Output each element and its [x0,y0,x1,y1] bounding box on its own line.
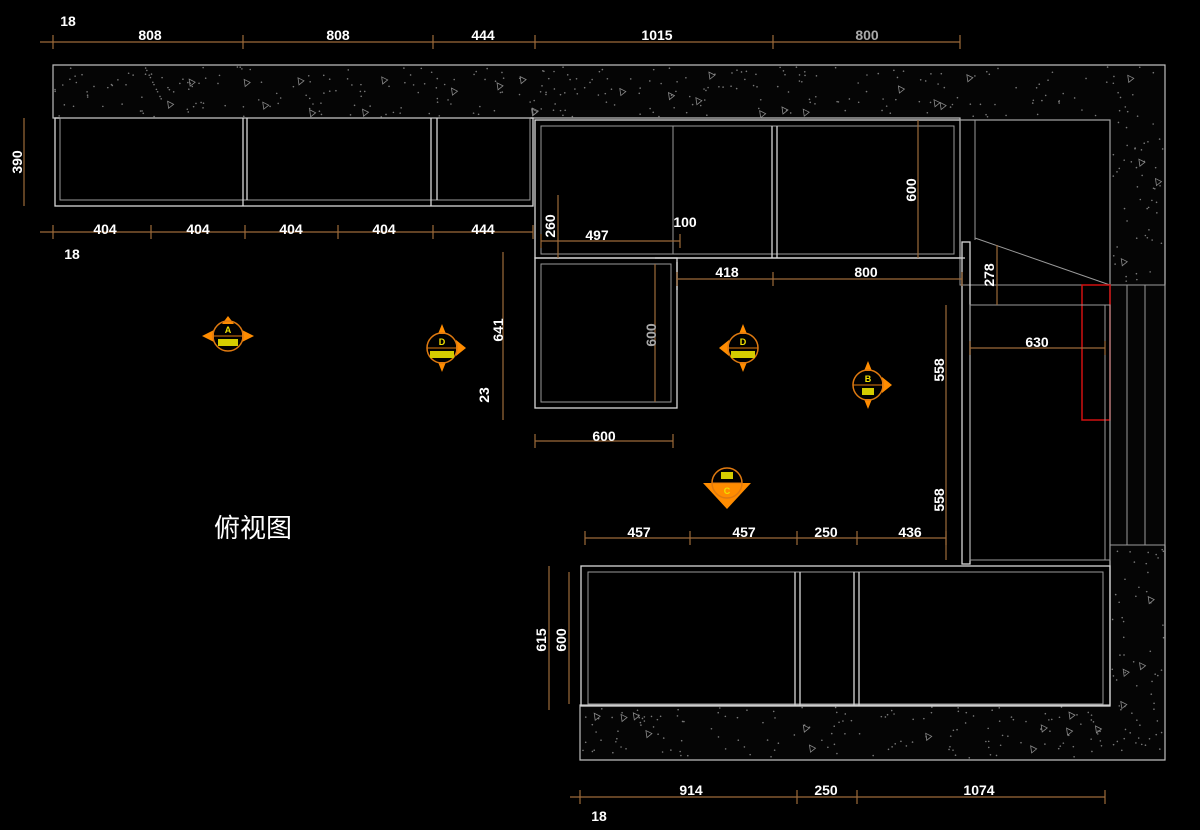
dim-457b: 457 [732,524,756,540]
dim-top-808a: 808 [138,27,162,43]
dim-278: 278 [981,263,997,287]
dim-top-444: 444 [471,27,495,43]
dim-558a: 558 [931,358,947,382]
elevation-marker-d-left[interactable]: D [426,324,466,372]
marker-letter: A [225,325,232,335]
dim-436: 436 [898,524,922,540]
concrete-hatch [54,66,1165,759]
marker-letter: D [439,337,446,347]
dim-row2-444: 444 [471,221,495,237]
top-wall [52,64,1166,761]
dim-top-808b: 808 [326,27,350,43]
elevation-marker-a[interactable]: A [202,316,254,352]
dim-641: 641 [490,318,506,342]
dim-390: 390 [9,150,25,174]
dim-bottom-18: 18 [591,808,607,824]
corner-base-cabinet [534,257,965,409]
marker-letter: B [865,374,872,384]
dim-1074: 1074 [963,782,994,798]
marker-letter: C [724,486,731,496]
right-base-cabinet [961,241,1111,565]
dim-600-box-height: 600 [643,323,659,347]
elevation-marker-d-right[interactable]: D [719,324,759,372]
dim-row2-404a: 404 [93,221,117,237]
dim-615: 615 [533,628,549,652]
dim-600-box-width: 600 [592,428,616,444]
dim-250-bottom: 250 [814,782,838,798]
dim-800-mid: 800 [854,264,878,280]
elevation-marker-b[interactable]: B [852,361,892,409]
dim-497: 497 [585,227,609,243]
dim-457a: 457 [627,524,651,540]
bottom-base-cabinets [580,565,1111,707]
dimension-labels: 18 808 808 444 1015 800 390 404 404 404 … [9,13,1049,824]
dim-top-1015: 1015 [641,27,672,43]
dim-260: 260 [542,214,558,238]
dim-row2-404c: 404 [279,221,303,237]
elevation-marker-c[interactable]: C [703,467,751,509]
walls [52,64,1166,761]
dim-top-18: 18 [60,13,76,29]
dim-914: 914 [679,782,703,798]
marker-letter: D [740,337,747,347]
dim-250-upper: 250 [814,524,838,540]
dim-418: 418 [715,264,739,280]
dim-600-upper: 600 [903,178,919,202]
dim-row2-404b: 404 [186,221,210,237]
dim-top-800: 800 [855,27,879,43]
dim-630: 630 [1025,334,1049,350]
dim-row2-404d: 404 [372,221,396,237]
dim-600-side: 600 [553,628,569,652]
dimension-lines [23,35,1106,804]
dim-23: 23 [476,387,492,403]
dim-100: 100 [673,214,697,230]
upper-cabinets-left [54,117,534,207]
view-title: 俯视图 [214,514,292,544]
dim-558b: 558 [931,488,947,512]
dim-row2-18: 18 [64,246,80,262]
